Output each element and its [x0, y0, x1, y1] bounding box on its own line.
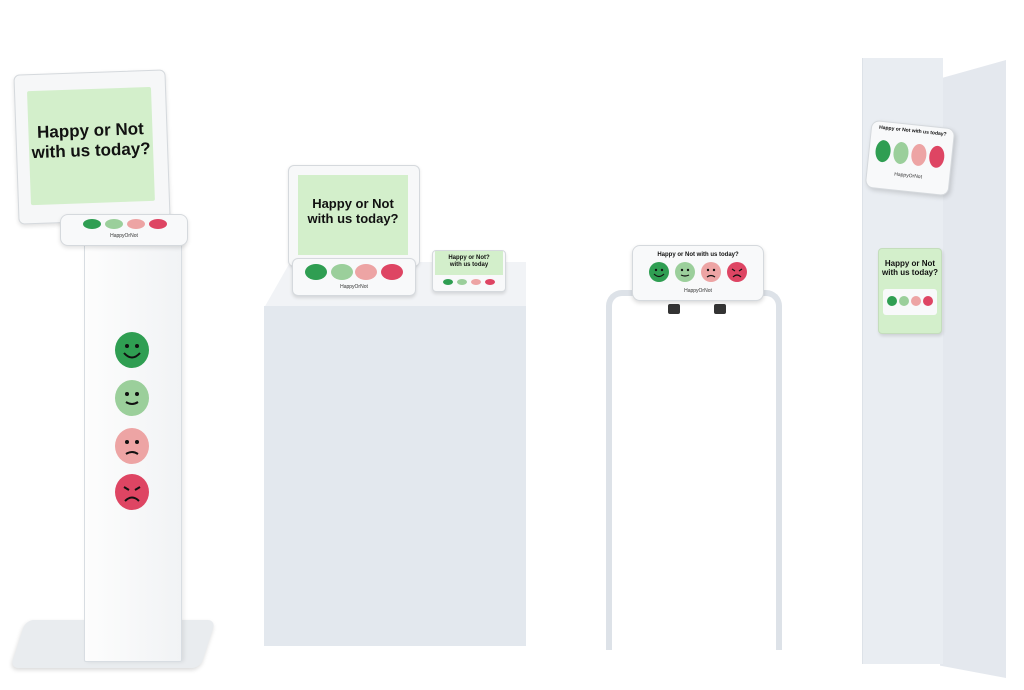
unhappy-button[interactable] [471, 279, 481, 285]
unhappy-face-icon [115, 428, 149, 464]
happy-face-icon [115, 380, 149, 416]
wall-device-title: Happy or Not with us today? [878, 124, 947, 138]
unhappy-button[interactable] [911, 296, 921, 306]
wall-panel-text: Happy or Not with us today? [882, 259, 938, 278]
unhappy-button[interactable] [127, 219, 145, 229]
floor-stand-frame [606, 290, 782, 650]
happy-button[interactable] [331, 264, 353, 280]
unhappy-button[interactable] [355, 264, 377, 280]
very-happy-button[interactable] [887, 296, 897, 306]
very-unhappy-button[interactable] [727, 262, 747, 282]
happy-button[interactable] [675, 262, 695, 282]
counter-tablet-screen: Happy or Not with us today? [298, 175, 408, 255]
counter-console-brand: HappyOrNot [340, 284, 368, 290]
kiosk-tray-brand: HappyOrNot [110, 233, 138, 239]
very-unhappy-button[interactable] [928, 145, 946, 169]
floor-stand-title: Happy or Not with us today? [657, 252, 739, 258]
counter-small-card: Happy or Not? with us today [435, 251, 503, 275]
very-happy-button[interactable] [305, 264, 327, 280]
very-unhappy-button[interactable] [149, 219, 167, 229]
floor-stand-brand: HappyOrNot [684, 288, 712, 294]
unhappy-button[interactable] [910, 143, 928, 167]
wall-device: Happy or Not with us today? HappyOrNot [864, 119, 956, 197]
very-unhappy-button[interactable] [923, 296, 933, 306]
very-happy-face-icon [115, 332, 149, 368]
very-unhappy-face-icon [115, 474, 149, 510]
very-happy-button[interactable] [874, 139, 892, 163]
very-happy-button[interactable] [649, 262, 669, 282]
stand-connector [668, 304, 680, 314]
unhappy-button[interactable] [701, 262, 721, 282]
very-unhappy-button[interactable] [485, 279, 495, 285]
stand-connector [714, 304, 726, 314]
kiosk-screen-frame: Happy or Not with us today? [13, 69, 171, 225]
wall-panel-button-strip [883, 289, 937, 315]
floor-stand-device: Happy or Not with us today? HappyOrNot [632, 245, 764, 301]
counter-small-device: Happy or Not? with us today [432, 250, 506, 292]
counter-card-text: Happy or Not? with us today [448, 255, 490, 268]
happy-button[interactable] [899, 296, 909, 306]
counter-tablet: Happy or Not with us today? [288, 165, 420, 267]
very-happy-button[interactable] [83, 219, 101, 229]
wall-device-brand: HappyOrNot [893, 171, 923, 181]
happy-button[interactable] [105, 219, 123, 229]
happy-button[interactable] [892, 141, 910, 165]
very-unhappy-button[interactable] [381, 264, 403, 280]
happy-button[interactable] [457, 279, 467, 285]
pedestal-body [264, 306, 526, 646]
kiosk-screen: Happy or Not with us today? [27, 86, 155, 206]
kiosk-screen-text: Happy or Not with us today? [31, 119, 151, 162]
wall-panel: Happy or Not with us today? [878, 248, 942, 334]
counter-tablet-text: Happy or Not with us today? [307, 196, 399, 226]
counter-button-console: HappyOrNot [292, 258, 416, 296]
kiosk-button-tray: HappyOrNot [60, 214, 188, 246]
very-happy-button[interactable] [443, 279, 453, 285]
